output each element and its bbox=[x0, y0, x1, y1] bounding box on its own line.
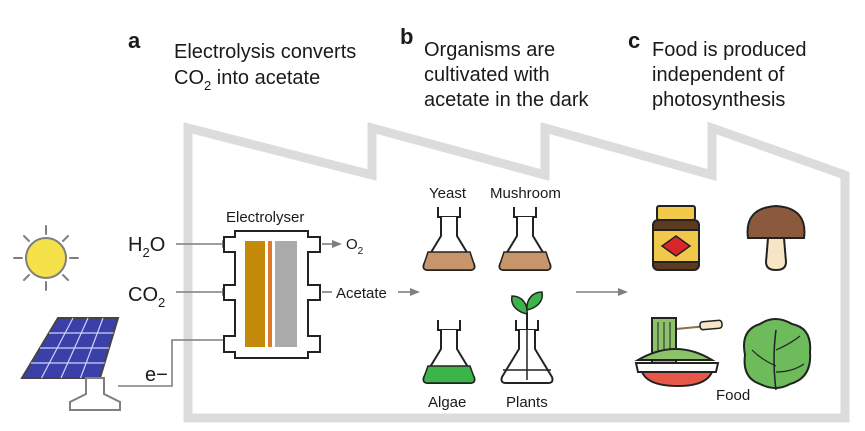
h2o-label: H2O bbox=[128, 234, 165, 260]
panel-a-heading: a Electrolysis converts CO2 into acetate bbox=[128, 28, 356, 93]
algae-label: Algae bbox=[428, 394, 466, 411]
panel-line: acetate in the dark bbox=[424, 89, 590, 111]
yeast-label: Yeast bbox=[429, 185, 467, 202]
food-label: Food bbox=[716, 387, 750, 404]
mushroom-flask-icon: Mushroom bbox=[490, 185, 561, 271]
solar-panel-icon bbox=[20, 317, 121, 411]
panel-line: Organisms are bbox=[424, 39, 555, 61]
acetate-label: Acetate bbox=[336, 285, 387, 302]
o2-label: O2 bbox=[346, 236, 364, 257]
mushroom-icon bbox=[746, 204, 806, 272]
panel-letter: c bbox=[628, 28, 640, 53]
o2-output: O2 bbox=[322, 236, 364, 257]
electrolyser-label: Electrolyser bbox=[226, 209, 304, 226]
panel-line: cultivated with bbox=[424, 64, 550, 86]
acetate-output: Acetate bbox=[322, 285, 420, 302]
panel-c-heading: c Food is produced independent of photos… bbox=[628, 28, 807, 111]
cathode bbox=[275, 241, 297, 347]
membrane bbox=[268, 241, 272, 347]
panel-letter: a bbox=[128, 28, 141, 53]
co2-label: CO2 bbox=[128, 284, 165, 310]
plant-flask-icon: Plants bbox=[500, 291, 554, 411]
electron-wire bbox=[118, 339, 235, 387]
panel-line: photosynthesis bbox=[652, 89, 785, 111]
panel-letter: b bbox=[400, 24, 413, 49]
lettuce-icon bbox=[743, 318, 812, 391]
sun-icon bbox=[13, 225, 79, 291]
factory-outline bbox=[183, 121, 850, 423]
plants-label: Plants bbox=[506, 394, 548, 411]
algae-flask-icon: Algae bbox=[422, 320, 476, 411]
panel-line: Electrolysis converts bbox=[174, 41, 356, 63]
to-food-arrow bbox=[576, 288, 628, 296]
panel-line: independent of bbox=[652, 64, 785, 86]
mushroom-label: Mushroom bbox=[490, 185, 561, 202]
jar-icon bbox=[652, 205, 700, 271]
noodles-icon bbox=[634, 317, 723, 388]
panel-line: Food is produced bbox=[652, 39, 807, 61]
electrolyser: Electrolyser bbox=[223, 209, 321, 359]
panel-b-heading: b Organisms are cultivated with acetate … bbox=[400, 24, 590, 111]
anode bbox=[245, 241, 265, 347]
yeast-flask-icon: Yeast bbox=[422, 185, 476, 271]
electron-label: e− bbox=[145, 364, 168, 386]
panel-line: CO2 into acetate bbox=[174, 67, 320, 93]
